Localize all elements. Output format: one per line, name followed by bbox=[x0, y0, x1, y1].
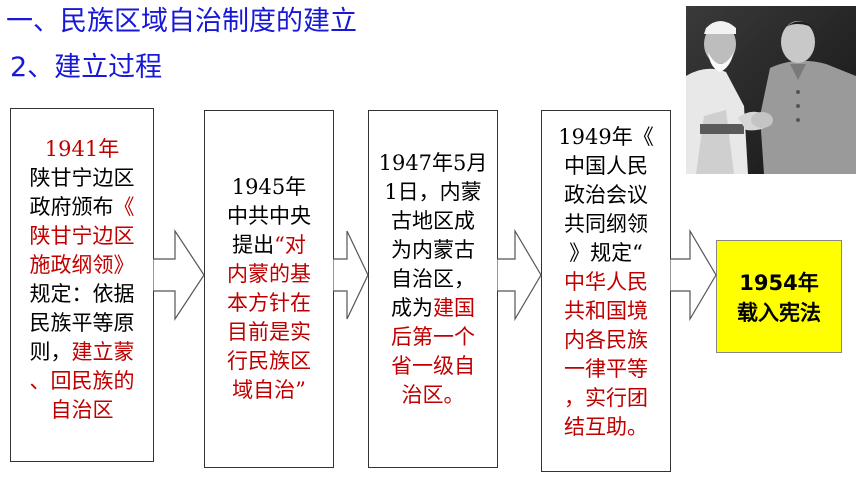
timeline-text-line: 域自治” bbox=[205, 376, 333, 405]
emphasis-text: 中华人民 bbox=[564, 270, 648, 294]
timeline-text-line: 中华人民 bbox=[542, 268, 670, 297]
timeline-text-line: 一律平等 bbox=[542, 355, 670, 384]
timeline-text-line: 成为建国 bbox=[369, 294, 497, 323]
timeline-text-line: 共同纲领 bbox=[542, 210, 670, 239]
body-text: 政府颁布 bbox=[29, 195, 114, 219]
emphasis-text: 自治区 bbox=[50, 398, 114, 422]
emphasis-text: 建立蒙 bbox=[71, 340, 135, 364]
timeline-text-line: 共和国境 bbox=[542, 297, 670, 326]
final-box-text: 载入宪法 bbox=[737, 301, 821, 325]
timeline-text-line: 1941年 bbox=[11, 135, 153, 164]
body-text: 则， bbox=[29, 340, 72, 364]
timeline-text-line: 政府颁布《 bbox=[11, 193, 153, 222]
emphasis-text: 陕甘宁边区 bbox=[29, 224, 135, 248]
body-text: 1949年《 bbox=[558, 125, 654, 149]
timeline-box-1954: 1954年 载入宪法 bbox=[716, 240, 842, 353]
emphasis-text: “对 bbox=[274, 233, 306, 257]
emphasis-text: 结互助。 bbox=[564, 415, 648, 439]
emphasis-text: 1941年 bbox=[44, 137, 120, 161]
historical-photo bbox=[686, 6, 856, 174]
timeline-box-1945: 1945年中共中央提出“对内蒙的基本方针在目前是实行民族区域自治” bbox=[204, 110, 334, 468]
emphasis-text: 施政纲领》 bbox=[29, 253, 135, 277]
emphasis-text: ，实行团 bbox=[564, 386, 648, 410]
body-text: 》规定“ bbox=[569, 241, 643, 265]
emphasis-text: 行民族区 bbox=[227, 349, 311, 373]
body-text: 1947年5月 bbox=[378, 151, 488, 175]
body-text: 共同纲领 bbox=[564, 212, 648, 236]
timeline-text-line: 陕甘宁边区 bbox=[11, 164, 153, 193]
final-box-year: 1954年 bbox=[739, 271, 819, 295]
emphasis-text: 省一级自 bbox=[391, 354, 475, 378]
section-heading: 一、民族区域自治制度的建立 bbox=[6, 6, 357, 37]
timeline-text-line: 行民族区 bbox=[205, 347, 333, 376]
timeline-text-line: 结互助。 bbox=[542, 413, 670, 442]
arrow-right-icon bbox=[333, 230, 369, 320]
subsection-heading: 2、建立过程 bbox=[10, 52, 163, 83]
timeline-text-line: 自治区 bbox=[11, 396, 153, 425]
emphasis-text: 内蒙的基 bbox=[227, 262, 311, 286]
timeline-box-1941: 1941年陕甘宁边区政府颁布《陕甘宁边区施政纲领》规定：依据民族平等原则，建立蒙… bbox=[10, 108, 154, 462]
emphasis-text: 一律平等 bbox=[564, 357, 648, 381]
arrow-right-icon bbox=[153, 229, 205, 321]
body-text: 1日，内蒙 bbox=[384, 180, 482, 204]
body-text: 政治会议 bbox=[564, 183, 648, 207]
body-text: 为内蒙古 bbox=[391, 238, 475, 262]
timeline-text-line: 民族平等原 bbox=[11, 309, 153, 338]
timeline-text-line: 政治会议 bbox=[542, 181, 670, 210]
timeline-text-line: 1945年 bbox=[205, 173, 333, 202]
handshake-photo-illustration bbox=[686, 6, 856, 174]
timeline-text-line: 中共中央 bbox=[205, 202, 333, 231]
body-text: 中国人民 bbox=[564, 154, 648, 178]
timeline-text-line: ，实行团 bbox=[542, 384, 670, 413]
body-text: 古地区成 bbox=[391, 209, 475, 233]
timeline-text-line: 陕甘宁边区 bbox=[11, 222, 153, 251]
emphasis-text: 本方针在 bbox=[227, 291, 311, 315]
timeline-text-line: 则，建立蒙 bbox=[11, 338, 153, 367]
timeline-box-1949: 1949年《中国人民政治会议共同纲领》规定“ 中华人民共和国境内各民族一律平等 ，实… bbox=[541, 110, 671, 472]
emphasis-text: 域自治” bbox=[232, 378, 306, 402]
emphasis-text: 目前是实 bbox=[227, 320, 311, 344]
body-text: 中共中央 bbox=[227, 204, 311, 228]
body-text: 自治区， bbox=[391, 267, 475, 291]
timeline-text-line: 治区。 bbox=[369, 381, 497, 410]
emphasis-text: 、回民族的 bbox=[29, 369, 135, 393]
timeline-text-line: 提出“对 bbox=[205, 231, 333, 260]
timeline-text-line: 、回民族的 bbox=[11, 367, 153, 396]
timeline-text-line: 规定：依据 bbox=[11, 280, 153, 309]
body-text: 规定：依据 bbox=[29, 282, 135, 306]
arrow-right-icon bbox=[670, 229, 717, 321]
body-text: 成为 bbox=[391, 296, 433, 320]
timeline-text-line: 》规定“ bbox=[542, 239, 670, 268]
timeline-text-line: 后第一个 bbox=[369, 323, 497, 352]
timeline-text-line: 1日，内蒙 bbox=[369, 178, 497, 207]
timeline-text-line: 中国人民 bbox=[542, 152, 670, 181]
timeline-text-line: 目前是实 bbox=[205, 318, 333, 347]
body-text: 陕甘宁边区 bbox=[29, 166, 135, 190]
emphasis-text: 共和国境 bbox=[564, 299, 648, 323]
timeline-text-line: 省一级自 bbox=[369, 352, 497, 381]
body-text: 1945年 bbox=[231, 175, 307, 199]
emphasis-text: 《 bbox=[113, 195, 135, 219]
timeline-text-line: 内各民族 bbox=[542, 326, 670, 355]
timeline-text-line: 1949年《 bbox=[542, 123, 670, 152]
timeline-text-line: 内蒙的基 bbox=[205, 260, 333, 289]
emphasis-text: 内各民族 bbox=[564, 328, 648, 352]
emphasis-text: 建国 bbox=[433, 296, 475, 320]
arrow-right-icon bbox=[497, 229, 542, 321]
timeline-text-line: 1947年5月 bbox=[369, 149, 497, 178]
timeline-text-line: 本方针在 bbox=[205, 289, 333, 318]
body-text: 民族平等原 bbox=[29, 311, 135, 335]
timeline-text-line: 为内蒙古 bbox=[369, 236, 497, 265]
emphasis-text: 治区。 bbox=[401, 383, 465, 407]
timeline-text-line: 古地区成 bbox=[369, 207, 497, 236]
timeline-text-line: 施政纲领》 bbox=[11, 251, 153, 280]
body-text: 提出 bbox=[232, 233, 275, 257]
timeline-text-line: 自治区， bbox=[369, 265, 497, 294]
emphasis-text: 后第一个 bbox=[391, 325, 475, 349]
